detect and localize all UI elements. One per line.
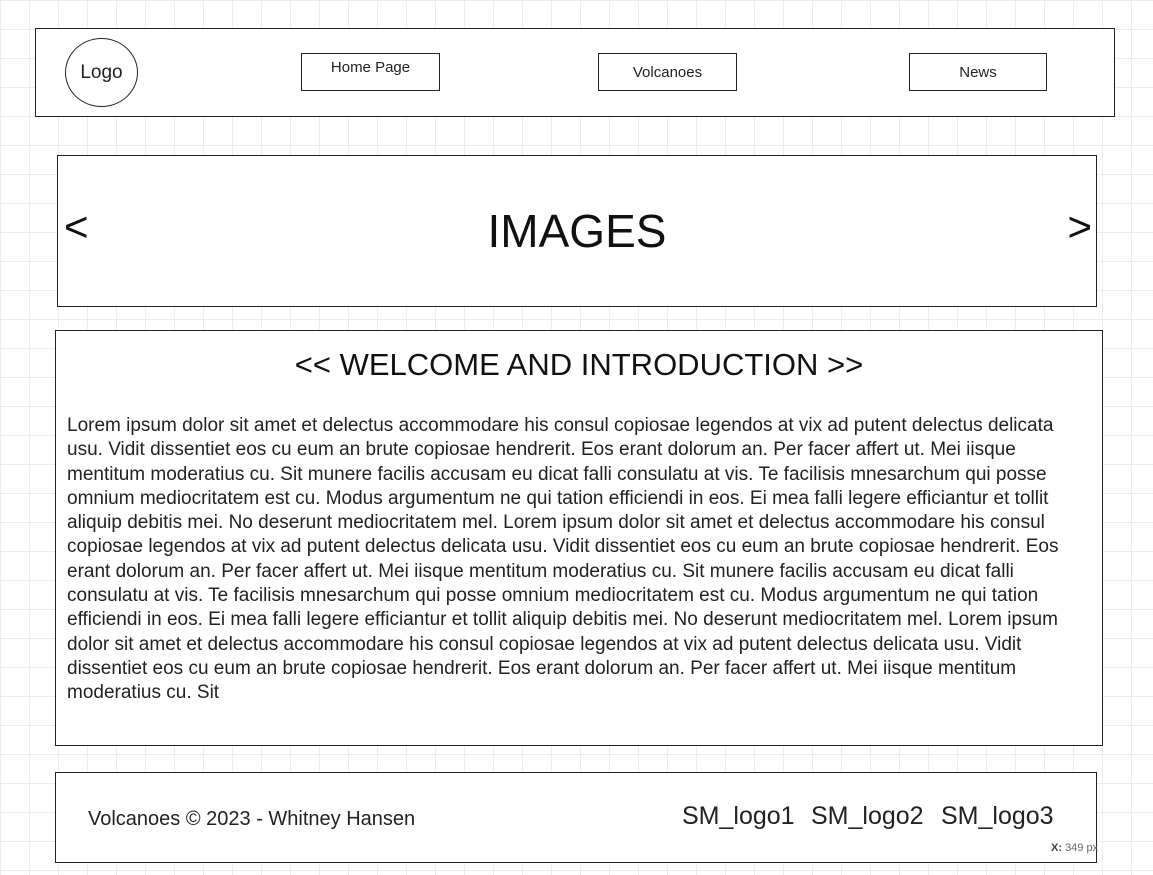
welcome-heading: << WELCOME AND INTRODUCTION >> bbox=[294, 347, 864, 382]
copyright-text: Volcanoes © 2023 - Whitney Hansen bbox=[88, 808, 416, 830]
welcome-section: << WELCOME AND INTRODUCTION >> Lorem ips… bbox=[55, 330, 1103, 746]
nav-news-button[interactable]: News bbox=[909, 53, 1047, 91]
coord-label: X: bbox=[1051, 842, 1062, 854]
coord-value: 349 px bbox=[1065, 842, 1099, 854]
nav-volcanoes-button[interactable]: Volcanoes bbox=[598, 53, 737, 91]
social-media-logo-3[interactable]: SM_logo3 bbox=[941, 802, 1054, 830]
welcome-body-text: Lorem ipsum dolor sit amet et delectus a… bbox=[67, 415, 1059, 704]
site-header: Logo Home Page Volcanoes News bbox=[35, 28, 1115, 117]
carousel-title: IMAGES bbox=[487, 205, 667, 257]
nav-home-page-button[interactable]: Home Page bbox=[301, 53, 440, 91]
site-footer: Volcanoes © 2023 - Whitney Hansen SM_log… bbox=[55, 772, 1097, 863]
social-media-logo-1[interactable]: SM_logo1 bbox=[682, 802, 795, 830]
carousel-next-arrow[interactable]: > bbox=[1067, 203, 1092, 250]
carousel-prev-arrow[interactable]: < bbox=[64, 203, 89, 250]
logo[interactable]: Logo bbox=[65, 38, 138, 107]
cursor-coordinate-readout: X: 349 px bbox=[1051, 842, 1098, 854]
social-media-logo-2[interactable]: SM_logo2 bbox=[811, 802, 924, 830]
image-carousel: < IMAGES > bbox=[57, 155, 1097, 307]
